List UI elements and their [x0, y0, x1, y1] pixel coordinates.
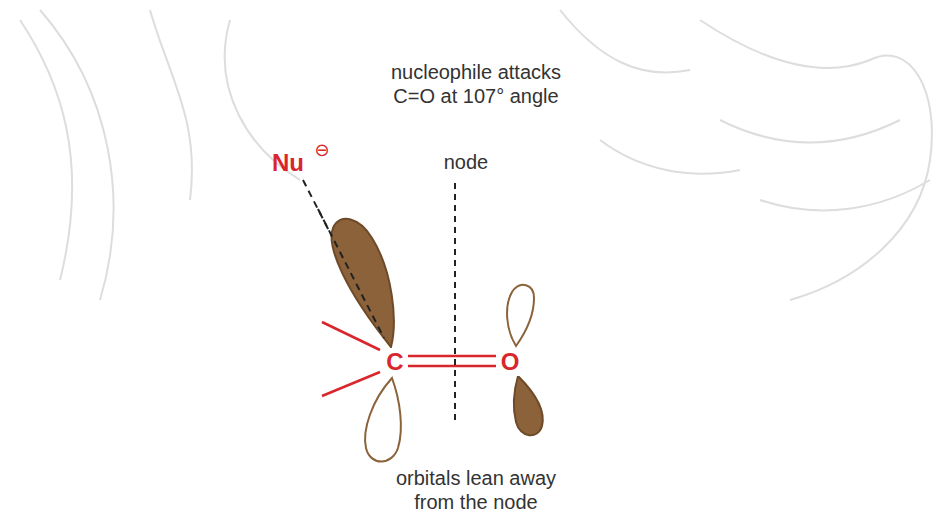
substituent-bond — [322, 322, 380, 350]
caption: orbitals lean away from the node — [379, 466, 574, 514]
carbon-p-lobe-empty — [365, 378, 401, 462]
node-label: node — [444, 151, 489, 174]
oxygen-p-lobe-empty — [507, 285, 534, 346]
carbon-atom: C — [384, 348, 405, 376]
carbon-p-lobe-filled — [332, 219, 394, 347]
node-line — [454, 183, 456, 420]
heading: nucleophile attacks C=O at 107° angle — [371, 60, 581, 108]
double-bond — [408, 365, 496, 368]
charge-symbol: ⊖ — [314, 139, 329, 161]
oxygen-p-lobe-filled — [514, 376, 543, 435]
attack-trajectory — [318, 209, 384, 338]
background-sketch — [20, 10, 932, 300]
double-bond — [408, 355, 496, 358]
substituent-bond — [322, 372, 380, 396]
oxygen-atom: O — [499, 348, 522, 376]
nucleophile-label: Nu — [272, 149, 304, 177]
